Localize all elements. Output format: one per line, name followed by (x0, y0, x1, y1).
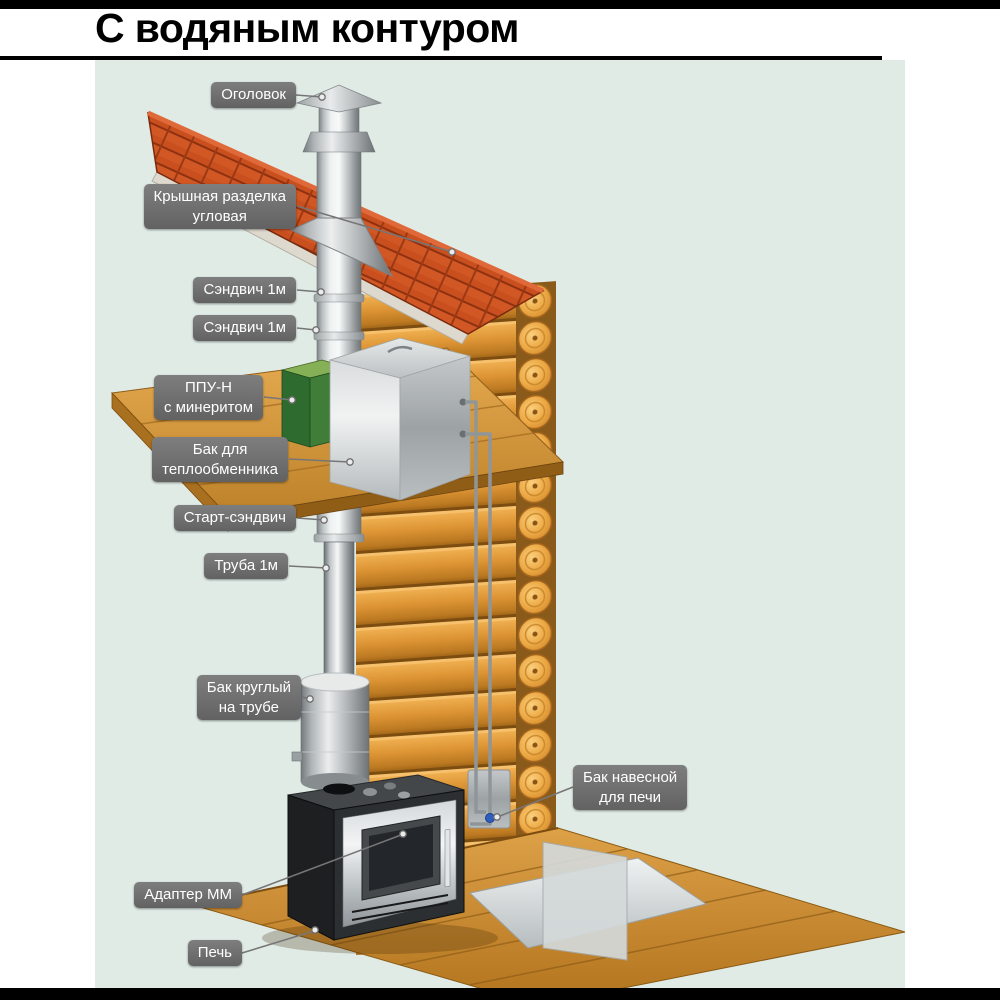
label-truba-1m: Труба 1м (204, 553, 288, 579)
bottom-black-bar (0, 988, 1000, 1000)
label-pech: Печь (187, 940, 242, 966)
label-adapter-mm: Адаптер ММ (134, 882, 242, 908)
title-underline (0, 56, 882, 60)
label-sandwich-1m-lower: Сэндвич 1м (193, 315, 296, 341)
label-ogolovok: Оголовок (211, 82, 296, 108)
top-black-bar (0, 0, 1000, 9)
label-sandwich-1m-upper: Сэндвич 1м (193, 277, 296, 303)
page-title: С водяным контуром (95, 5, 519, 51)
label-start-sandwich: Старт-сэндвич (173, 505, 296, 531)
